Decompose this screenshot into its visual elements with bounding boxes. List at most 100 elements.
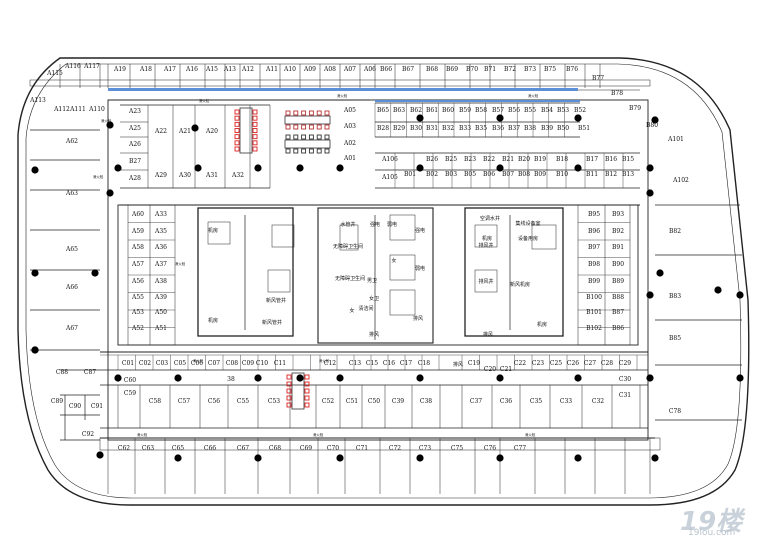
unit-label-b11: B11 — [586, 171, 598, 178]
service-room-male-wc: 男卫 — [367, 278, 377, 284]
unit-label-a37: A37 — [154, 261, 167, 268]
unit-label-c51: C51 — [346, 398, 358, 405]
unit-label-c35: C35 — [530, 398, 542, 405]
unit-label-c70: C70 — [327, 445, 339, 452]
unit-label-b06: B06 — [483, 171, 495, 178]
unit-label-a101: A101 — [667, 136, 684, 143]
structural-column — [254, 164, 262, 172]
unit-label-a102: A102 — [672, 177, 689, 184]
chair — [304, 374, 310, 380]
chair — [286, 388, 292, 394]
unit-label-b100: B100 — [586, 294, 602, 301]
unit-label-b66: B66 — [380, 66, 392, 73]
unit-label-b12: B12 — [605, 171, 617, 178]
unit-label-a66: A66 — [65, 284, 78, 291]
unit-label-c69: C69 — [300, 445, 312, 452]
unit-label-c19: C19 — [468, 360, 480, 367]
unit-label-b91: B91 — [612, 244, 624, 251]
unit-label-c60: C60 — [124, 377, 136, 384]
unit-label-c50: C50 — [368, 398, 380, 405]
unit-label-a53: A53 — [131, 309, 144, 316]
building-structure — [17, 57, 750, 506]
chair — [252, 109, 258, 115]
service-room-fresh-air: 新风管井 — [262, 319, 282, 326]
service-rooms-layer: 机房机房机房机房水管井强电弱电男卫女卫清洁间无障碍卫生间无障碍卫生间女女强电弱电… — [93, 93, 547, 437]
unit-label-a01: A01 — [343, 155, 356, 162]
unit-label-b55: B55 — [524, 107, 536, 114]
service-room-hydrant: 消火栓 — [525, 432, 536, 437]
unit-label-b102: B102 — [586, 325, 602, 332]
unit-label-b75: B75 — [544, 66, 556, 73]
structural-column — [651, 116, 659, 124]
unit-label-a31: A31 — [205, 172, 218, 179]
unit-label-a33: A33 — [154, 211, 167, 218]
unit-label-a25: A25 — [128, 125, 141, 132]
unit-label-b101: B101 — [586, 309, 602, 316]
unit-label-c39: C39 — [392, 398, 404, 405]
service-room-ac-water: 空调水井 — [480, 215, 500, 222]
unit-label-c27: C27 — [584, 360, 596, 367]
structural-column — [646, 374, 654, 382]
structural-column — [656, 269, 664, 277]
service-room-hydrant: 消火栓 — [199, 98, 210, 103]
structural-column — [96, 451, 104, 459]
chair — [304, 402, 310, 408]
unit-label-b52: B52 — [574, 107, 586, 114]
structural-column — [191, 124, 199, 132]
chair — [252, 121, 258, 127]
unit-label-a32: A32 — [231, 172, 244, 179]
unit-label-c20: C20 — [484, 366, 496, 373]
structural-column — [416, 114, 424, 122]
unit-label-b68: B68 — [426, 66, 438, 73]
structural-column — [416, 164, 424, 172]
unit-label-a63: A63 — [65, 190, 78, 197]
building-inner-wall — [25, 63, 742, 499]
unit-label-b15: B15 — [622, 156, 634, 163]
unit-label-c67: C67 — [237, 445, 249, 452]
service-room-cleaning: 清洁间 — [358, 305, 373, 312]
unit-label-b27: B27 — [129, 158, 141, 165]
unit-label-a07: A07 — [343, 66, 356, 73]
unit-label-c01: C01 — [122, 360, 134, 367]
chair — [324, 124, 330, 130]
chair — [308, 148, 314, 154]
glass-curtain-wall — [375, 100, 580, 102]
unit-label-a65: A65 — [65, 246, 78, 253]
structural-column — [646, 291, 654, 299]
unit-label-b60: B60 — [442, 107, 454, 114]
chair — [304, 395, 310, 401]
unit-label-a22: A22 — [154, 128, 167, 135]
chair — [316, 148, 322, 154]
unit-label-b92: B92 — [612, 228, 624, 235]
unit-label-b87: B87 — [612, 309, 624, 316]
unit-label-c03: C03 — [156, 360, 168, 367]
wall-rect — [197, 207, 294, 337]
unit-label-c30: C30 — [619, 376, 631, 383]
service-room-exhaust-well: 排风井 — [478, 242, 493, 249]
unit-label-b73: B73 — [524, 66, 536, 73]
chair — [252, 134, 258, 140]
unit-label-b86: B86 — [612, 325, 624, 332]
unit-label-c56: C56 — [208, 398, 220, 405]
chair — [308, 134, 314, 140]
unit-label-b29: B29 — [393, 125, 405, 132]
structural-column — [336, 374, 344, 382]
unit-label-a62: A62 — [65, 138, 78, 145]
service-room-accessible-wc: 无障碍卫生间 — [333, 243, 363, 250]
structural-column — [254, 454, 262, 462]
unit-label-a35: A35 — [154, 228, 167, 235]
wall-rect — [474, 224, 498, 248]
unit-label-b31: B31 — [426, 125, 438, 132]
chair — [316, 134, 322, 140]
chair — [252, 140, 258, 146]
service-room-strong-elec: 强电 — [370, 221, 380, 228]
service-room-weak-elec: 弱电 — [387, 221, 397, 228]
unit-label-c77: C77 — [514, 445, 526, 452]
chair — [304, 381, 310, 387]
unit-label-a55: A55 — [131, 294, 144, 301]
chair — [308, 110, 314, 116]
structural-column — [651, 454, 659, 462]
unit-label-b79: B79 — [629, 105, 641, 112]
unit-label-c26: C26 — [567, 360, 579, 367]
